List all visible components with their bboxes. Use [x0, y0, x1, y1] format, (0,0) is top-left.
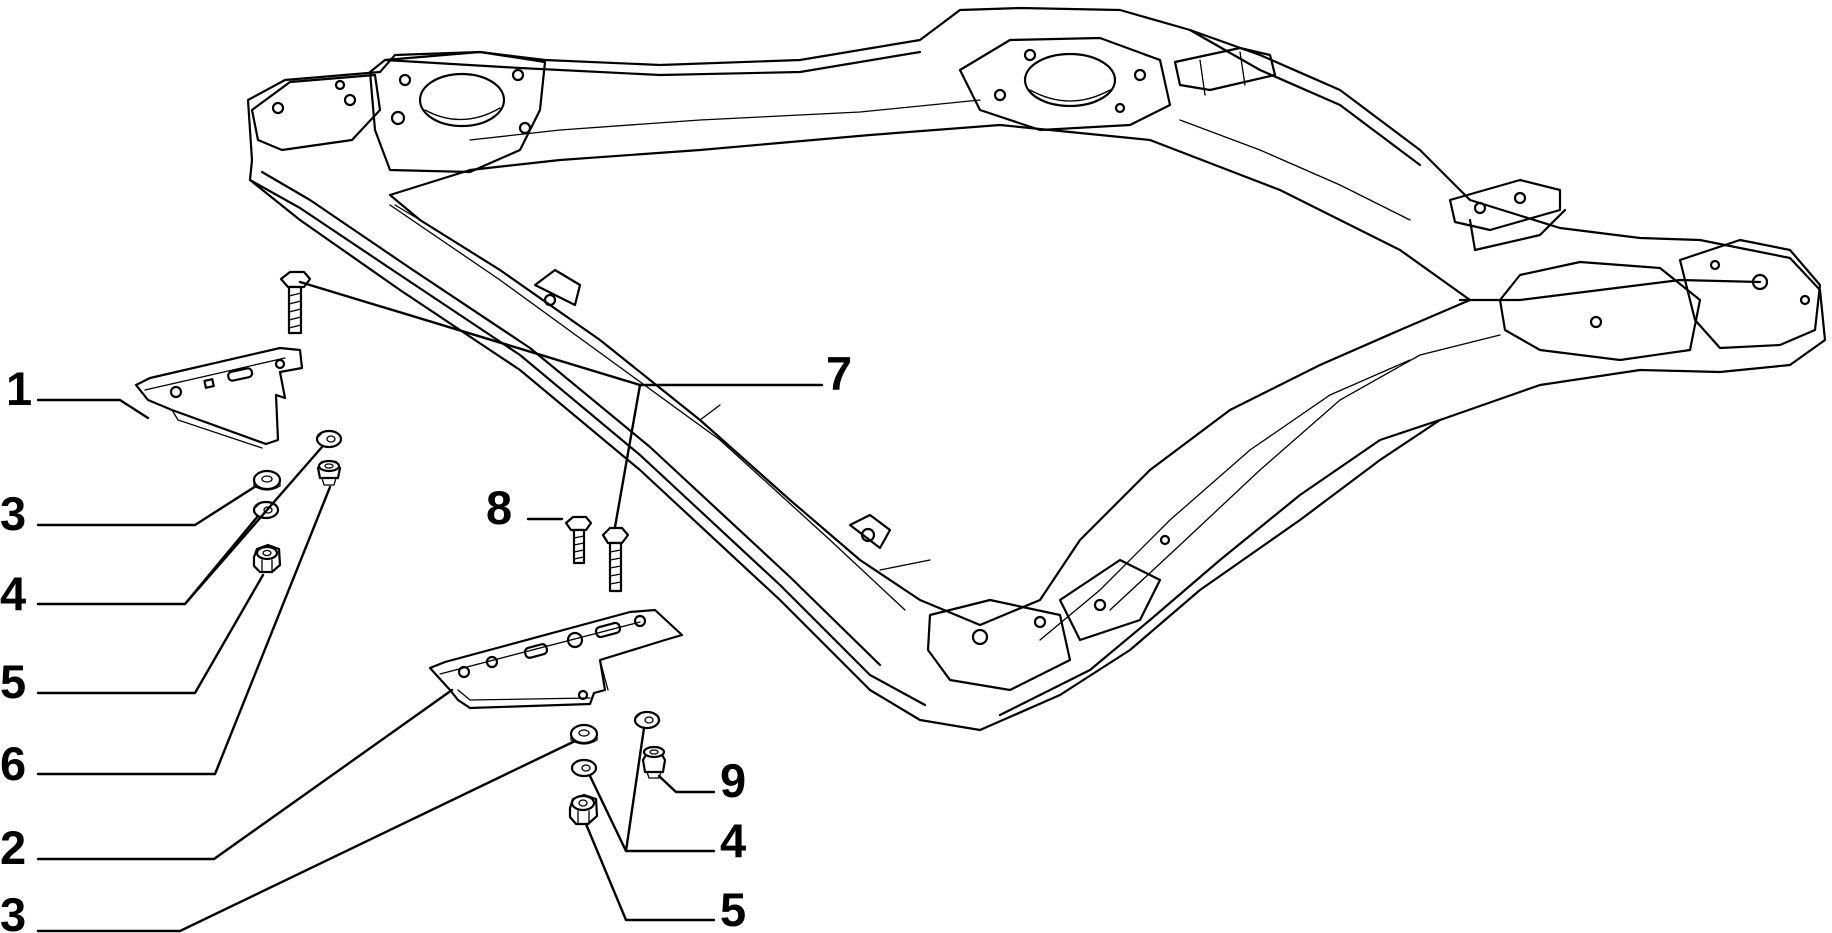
leader-6: [36, 485, 332, 776]
callout-3-center: 3: [0, 888, 26, 933]
callout-3-left: 3: [0, 487, 26, 540]
spring-washer-4-center-upper: [633, 710, 661, 730]
leader-4-left-a: [36, 514, 260, 606]
callout-4-center: 4: [720, 814, 746, 867]
leader-3-left: [36, 484, 258, 527]
callout-4-left: 4: [0, 567, 26, 620]
leader-7-b: [613, 383, 642, 529]
leader-2: [36, 688, 454, 861]
spring-washer-4-left-upper: [315, 429, 343, 449]
spring-washer-4-center: [570, 758, 598, 778]
hex-nut-5-center: [568, 793, 599, 826]
flange-nut-6: [316, 459, 342, 486]
leader-4-left-b: [183, 445, 324, 606]
bolt-8: [564, 515, 593, 565]
flange-nut-9: [641, 745, 667, 779]
leader-9: [657, 774, 716, 794]
callout-6: 6: [0, 737, 26, 790]
callout-7: 7: [826, 347, 852, 400]
callout-5-center: 5: [720, 883, 746, 933]
callout-5-left: 5: [0, 655, 26, 708]
bracket-2: [428, 608, 684, 710]
leader-1: [36, 398, 150, 420]
leader-5-left: [36, 573, 265, 695]
hex-nut-5-left: [252, 543, 282, 574]
callout-1: 1: [6, 362, 32, 415]
callout-8: 8: [486, 481, 512, 534]
washer-3-left: [252, 469, 282, 491]
bolt-7-upper: [279, 270, 312, 335]
front-subframe: [246, 6, 1827, 732]
callout-9: 9: [720, 754, 746, 807]
callout-2: 2: [0, 821, 26, 874]
leader-4-center-b: [624, 726, 646, 853]
leader-3-center: [36, 739, 577, 933]
leader-4-center-a: [588, 774, 716, 853]
bracket-1: [134, 346, 304, 449]
bolt-7-lower: [601, 526, 630, 593]
callout-numbers: 1 3 4 5 6 2 3 7 8 9 4 5: [0, 347, 852, 933]
leader-lines: [36, 280, 824, 933]
washer-3-center: [569, 723, 599, 745]
leader-5-center: [584, 822, 716, 922]
